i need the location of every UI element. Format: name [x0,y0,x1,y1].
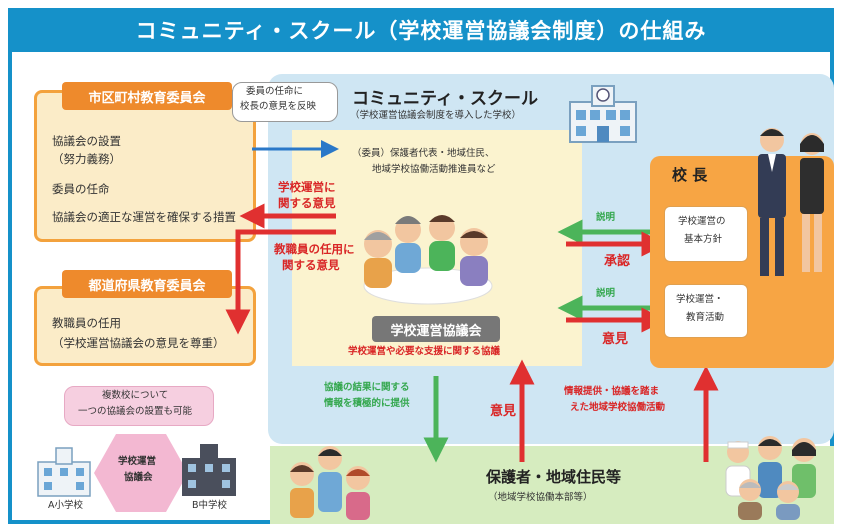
school-activity-line-1: 学校運営・ [676,294,724,305]
municipal-board-box [34,90,256,242]
community-school-subtitle: （学校運営協議会制度を導入した学校） [350,110,522,121]
explain-label-1: 説明 [596,212,616,223]
activity-up-label-2: えた地域学校協働活動 [570,402,666,413]
municipal-item-4: 協議会の適正な運営を確保する措置 [52,210,236,224]
school-building-icon [569,85,637,143]
opinion-staff-arrow [225,229,336,335]
principal-figures-icon [758,128,824,276]
joint-council-hexagon [94,434,188,512]
council-label: 学校運営協議会 [372,316,500,342]
members-line-2: 地域学校協働活動推進員など [372,164,496,175]
opinion-school-label-1: 学校運営に [278,180,336,194]
school-b-label: B中学校 [192,500,228,511]
prefectural-board-heading: 都道府県教育委員会 [62,270,232,298]
joint-center-line-1: 学校運営 [118,456,157,467]
members-line-1: （委員）保護者代表・地域住民、 [352,148,495,159]
prefectural-item-2: （学校運営協議会の意見を尊重） [52,336,225,350]
approve-label: 承認 [604,254,631,269]
school-activity-box [664,284,748,338]
opinion-up-label: 意見 [490,404,517,419]
residents-subtitle: （地域学校協働本部等） [488,492,593,503]
community-school-title: コミュニティ・スクール [352,89,538,109]
opinion-school-label-2: 関する意見 [278,196,336,210]
explain-label-2: 説明 [596,288,616,299]
joint-bubble-line-2: 一つの協議会の設置も可能 [78,406,193,417]
school-a-label: A小学校 [48,500,83,511]
prefectural-item-1: 教職員の任用 [52,316,121,330]
basic-policy-line-1: 学校運営の [678,216,726,227]
appointment-bubble-line-2: 校長の意見を反映 [240,101,317,112]
joint-bubble-line-1: 複数校について [102,390,169,401]
appointment-bubble-line-1: 委員の任命に [246,86,304,97]
basic-policy-box [664,206,748,262]
municipal-item-2: （努力義務） [52,152,121,166]
info-down-label-2: 情報を積極的に提供 [324,398,410,409]
opinion-staff-label-2: 関する意見 [282,258,340,272]
council-caption: 学校運営や必要な支援に関する協議 [348,346,501,357]
appointment-bubble [232,82,338,122]
residents-group-left-icon [290,446,370,520]
municipal-item-3: 委員の任命 [52,182,110,196]
residents-title: 保護者・地域住民等 [486,468,622,486]
school-b-icon [182,444,236,496]
joint-center-line-2: 協議会 [124,472,153,483]
school-activity-line-2: 教育活動 [686,312,725,323]
opinion-staff-label-1: 教職員の任用に [274,242,355,256]
diagram-title: コミュニティ・スクール（学校運営協議会制度）の仕組み [8,8,834,52]
school-a-icon [37,447,91,497]
principal-heading: 校 長 [672,166,708,184]
municipal-board-heading: 市区町村教育委員会 [62,82,232,110]
info-down-label-1: 協議の結果に関する [324,382,410,393]
council-meeting-illustration [363,215,493,305]
municipal-item-1: 協議会の設置 [52,134,121,148]
basic-policy-line-2: 基本方針 [684,234,723,245]
residents-group-right-icon [725,436,816,520]
joint-council-bubble [64,386,214,426]
opinion-principal-label: 意見 [602,332,629,347]
activity-up-label-1: 情報提供・協議を踏ま [564,386,660,397]
